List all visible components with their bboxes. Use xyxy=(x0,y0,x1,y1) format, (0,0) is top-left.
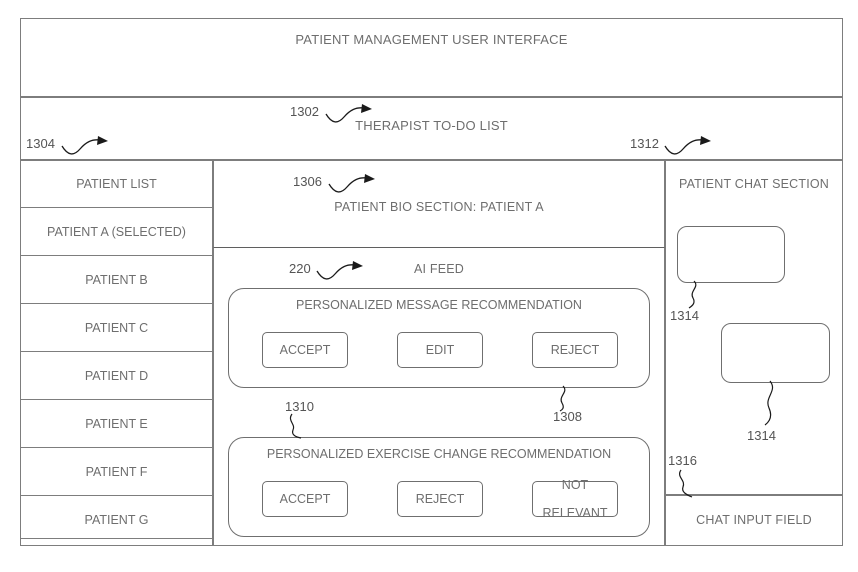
personalized-message-recommendation-card: PERSONALIZED MESSAGE RECOMMENDATION ACCE… xyxy=(228,288,650,388)
patient-chat-title: PATIENT CHAT SECTION xyxy=(678,177,830,191)
leader-line-220 xyxy=(316,261,363,280)
list-item-patient-d[interactable]: PATIENT D xyxy=(20,352,213,400)
button-label: ACCEPT xyxy=(279,343,331,357)
ref-numeral-1308: 1308 xyxy=(553,409,582,424)
list-item-label: PATIENT E xyxy=(85,416,148,431)
therapist-todo-band xyxy=(20,97,843,160)
ai-feed-title: AI FEED xyxy=(413,262,465,276)
patient-bio-section xyxy=(213,160,665,248)
list-item-label: PATIENT G xyxy=(84,512,149,527)
button-label-line2: RELEVANT xyxy=(542,506,608,520)
patient-list-header-label: PATIENT LIST xyxy=(76,177,157,191)
chat-input-field[interactable] xyxy=(665,495,843,546)
button-label: REJECT xyxy=(415,492,465,506)
accept-exercise-button[interactable]: ACCEPT xyxy=(262,481,348,517)
therapist-todo-title: THERAPIST TO-DO LIST xyxy=(355,118,508,133)
chat-message-bubble xyxy=(677,226,785,283)
edit-message-button[interactable]: EDIT xyxy=(397,332,483,368)
ref-numeral-220: 220 xyxy=(289,261,311,276)
personalized-exercise-change-recommendation-card: PERSONALIZED EXERCISE CHANGE RECOMMENDAT… xyxy=(228,437,650,537)
leader-line-1302 xyxy=(325,104,372,123)
list-item-label: PATIENT A (SELECTED) xyxy=(47,224,186,239)
ref-numeral-1310: 1310 xyxy=(285,399,314,414)
ref-numeral-1314-bubble-1: 1314 xyxy=(670,308,699,323)
ref-numeral-1316: 1316 xyxy=(668,453,697,468)
patient-list-header: PATIENT LIST xyxy=(20,160,213,208)
list-item-patient-e[interactable]: PATIENT E xyxy=(20,400,213,448)
leader-line-1316 xyxy=(679,469,693,498)
list-item-label: PATIENT F xyxy=(85,464,148,479)
list-item-patient-g[interactable]: PATIENT G xyxy=(20,496,213,544)
list-item-label: PATIENT B xyxy=(85,272,148,287)
page-title: PATIENT MANAGEMENT USER INTERFACE xyxy=(295,32,568,47)
button-label: REJECT xyxy=(550,343,600,357)
button-label-line1: NOT xyxy=(561,478,589,492)
button-label: EDIT xyxy=(425,343,455,357)
accept-message-button[interactable]: ACCEPT xyxy=(262,332,348,368)
list-item-patient-c[interactable]: PATIENT C xyxy=(20,304,213,352)
leader-line-1304 xyxy=(61,136,108,155)
patient-list-footer-strip xyxy=(20,538,213,546)
reject-message-button[interactable]: REJECT xyxy=(532,332,618,368)
leader-line-1310 xyxy=(289,413,302,439)
leader-line-1314-bubble-2 xyxy=(764,380,774,426)
list-item-patient-b[interactable]: PATIENT B xyxy=(20,256,213,304)
leader-line-1312 xyxy=(664,136,711,155)
ref-numeral-1312: 1312 xyxy=(630,136,659,151)
leader-line-1306 xyxy=(328,174,375,193)
ref-numeral-1306: 1306 xyxy=(293,174,322,189)
ref-numeral-1302: 1302 xyxy=(290,104,319,119)
list-item-label: PATIENT C xyxy=(84,320,149,335)
list-item-label: PATIENT D xyxy=(84,368,149,383)
leader-line-1308 xyxy=(559,385,566,412)
ref-numeral-1304: 1304 xyxy=(26,136,55,151)
ref-numeral-1314-bubble-2: 1314 xyxy=(747,428,776,443)
list-item-patient-f[interactable]: PATIENT F xyxy=(20,448,213,496)
reject-exercise-button[interactable]: REJECT xyxy=(397,481,483,517)
recommendation-card-title: PERSONALIZED MESSAGE RECOMMENDATION xyxy=(296,298,582,312)
list-item-patient-a[interactable]: PATIENT A (SELECTED) xyxy=(20,208,213,256)
button-label: ACCEPT xyxy=(279,492,331,506)
patient-bio-title: PATIENT BIO SECTION: PATIENT A xyxy=(334,200,544,214)
chat-input-field-label: CHAT INPUT FIELD xyxy=(696,513,812,527)
leader-line-1314-bubble-1 xyxy=(688,280,697,309)
recommendation-card-title: PERSONALIZED EXERCISE CHANGE RECOMMENDAT… xyxy=(266,447,612,461)
not-relevant-exercise-button[interactable]: NOT RELEVANT xyxy=(532,478,618,520)
chat-message-bubble xyxy=(721,323,830,383)
header-band xyxy=(20,18,843,97)
